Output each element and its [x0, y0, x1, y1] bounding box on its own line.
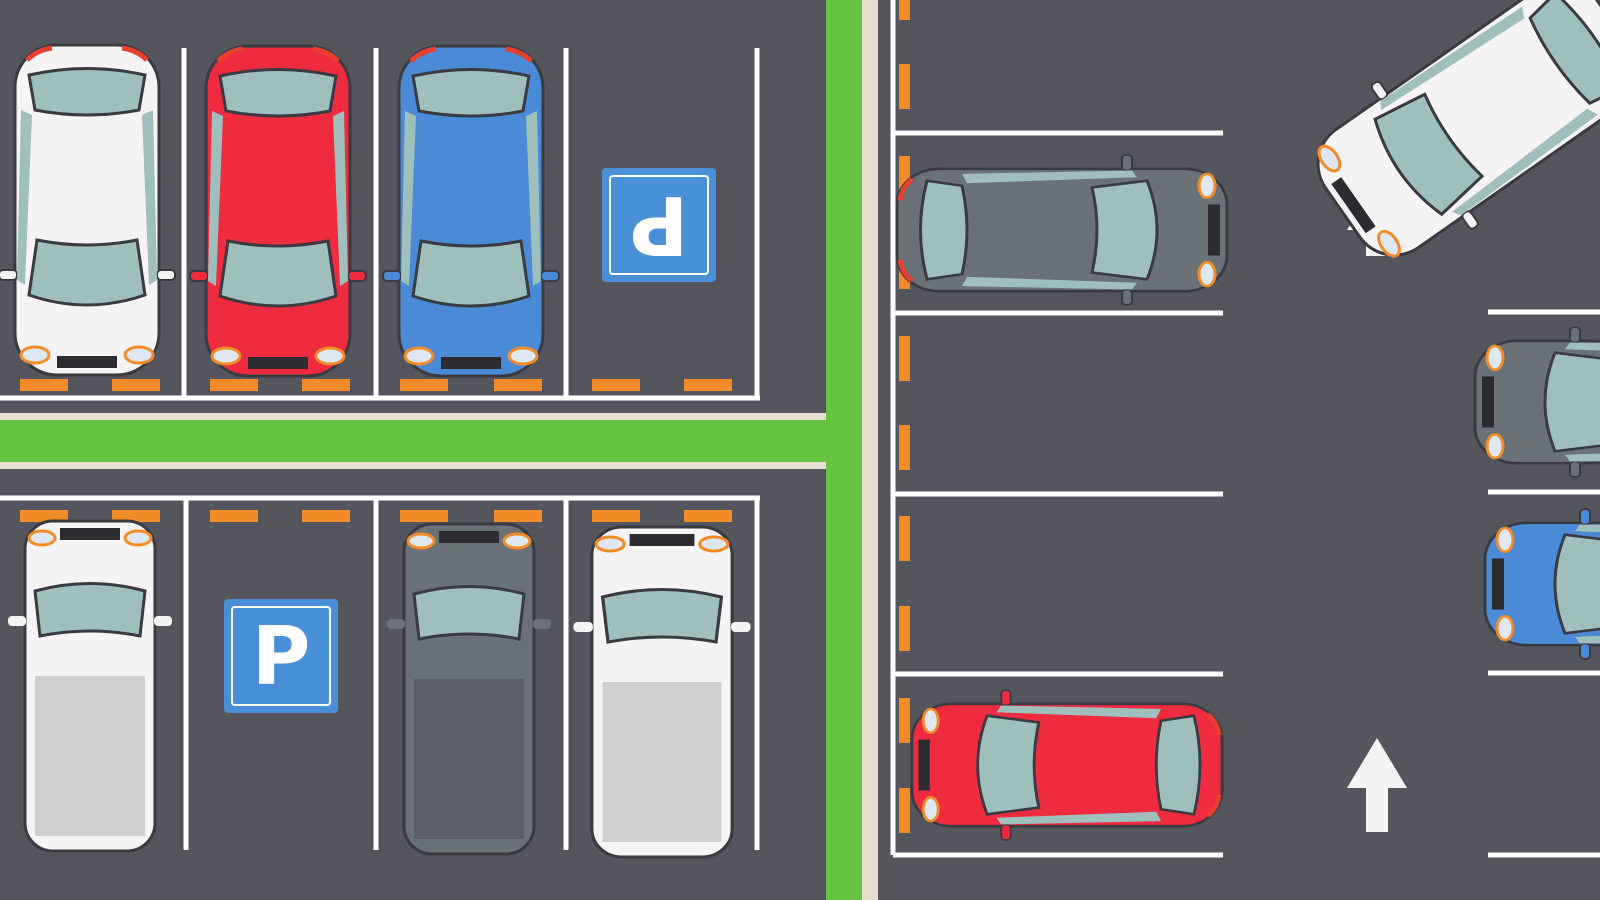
gray-car-partial — [1475, 327, 1600, 477]
gray-pickup-truck — [385, 522, 553, 856]
gray-car — [897, 155, 1227, 305]
white-car — [0, 45, 175, 375]
blue-car-partial — [1485, 509, 1600, 659]
white-van — [571, 525, 753, 859]
parking-sign: P — [224, 599, 338, 713]
right-lot-lines — [890, 0, 1600, 858]
arrow-up-icon — [1347, 738, 1407, 832]
orange-dashes-left — [20, 379, 732, 522]
sign-label: P — [252, 610, 311, 703]
white-pickup-truck — [6, 519, 174, 853]
sign-label: P — [630, 178, 689, 271]
red-car — [190, 46, 366, 376]
median — [0, 0, 878, 900]
top-lot-lines — [0, 48, 760, 850]
red-car — [912, 690, 1222, 840]
blue-car — [383, 46, 559, 376]
parking-sign-upside-down: P — [602, 168, 716, 282]
